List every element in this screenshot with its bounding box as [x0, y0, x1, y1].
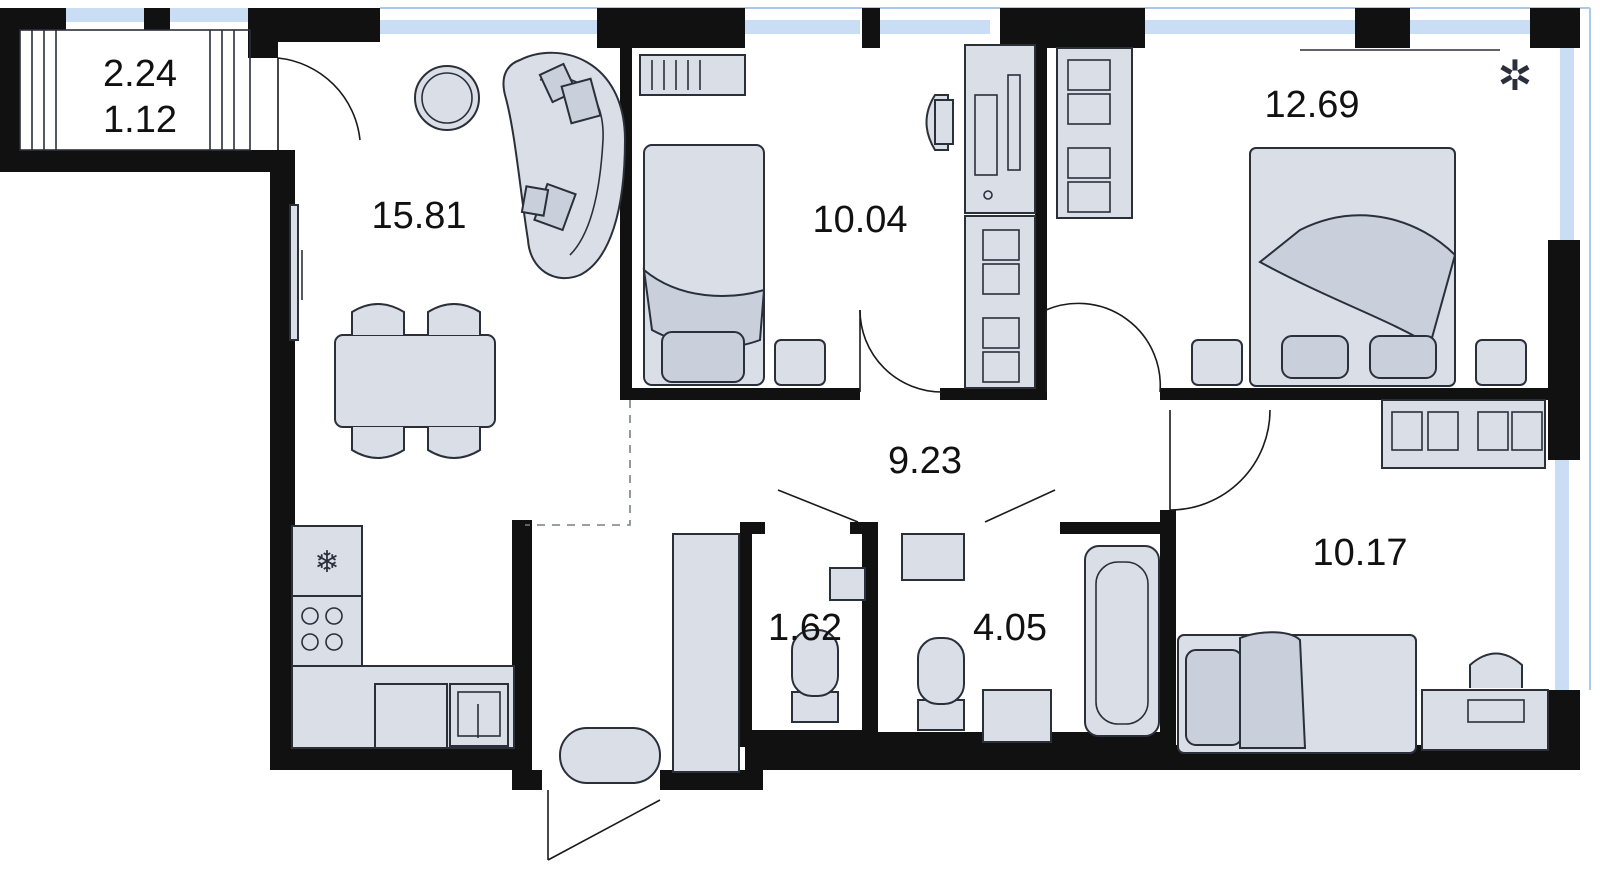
area-bathroom: 4.05 — [973, 607, 1047, 649]
wc-furniture — [791, 567, 866, 723]
window-balcony-right — [170, 8, 248, 22]
round-table — [414, 65, 480, 131]
radiator — [639, 54, 746, 96]
window-bedroom3-right — [1555, 460, 1569, 690]
bedroom2-furniture: ✲ — [1045, 47, 1533, 393]
area-wc: 1.62 — [768, 607, 842, 649]
area-living-kitchen: 15.81 — [371, 195, 466, 237]
zone-divider — [525, 400, 631, 526]
balcony — [19, 29, 361, 151]
wardrobe-3 — [1381, 399, 1546, 469]
area-labels: 2.24 1.12 15.81 10.04 12.69 9.23 1.62 4.… — [103, 53, 1408, 649]
bedroom3-furniture — [1177, 399, 1549, 754]
wardrobe-1 — [964, 215, 1036, 389]
desk — [964, 44, 1036, 214]
hall-wardrobe — [672, 533, 740, 773]
area-bedroom-1: 10.04 — [812, 199, 907, 241]
wardrobe-2 — [1056, 47, 1133, 219]
bedroom1-furniture — [639, 44, 1036, 393]
washing-machine — [901, 533, 965, 581]
area-balcony: 2.24 — [103, 53, 177, 95]
desk-3 — [1421, 689, 1549, 751]
living-furniture: ❄ — [289, 51, 631, 749]
bathroom-furniture — [901, 533, 1160, 743]
tv — [289, 204, 299, 341]
cooktop — [291, 595, 363, 667]
chair-3 — [1469, 652, 1523, 688]
bathtub — [1084, 545, 1160, 737]
windows — [66, 7, 1591, 690]
dining-table — [334, 334, 496, 428]
window-bedroom2b — [1410, 20, 1530, 34]
svg-text:❄: ❄ — [314, 545, 339, 580]
ottoman — [559, 727, 661, 784]
nightstand — [774, 339, 826, 386]
hallway-furniture — [547, 409, 1271, 861]
svg-text:✲: ✲ — [1497, 51, 1532, 100]
bath-sink — [982, 689, 1052, 743]
window-bedroom1 — [745, 20, 860, 34]
nightstand-2b — [1475, 339, 1527, 386]
wc-sink — [829, 567, 866, 601]
area-bedroom-3: 10.17 — [1312, 532, 1407, 574]
window-bedroom2 — [1145, 20, 1355, 34]
area-balcony-secondary: 1.12 — [103, 99, 177, 141]
window-living — [380, 20, 600, 34]
walls — [0, 8, 1580, 790]
area-hallway: 9.23 — [888, 440, 962, 482]
window-bedroom1b — [880, 20, 990, 34]
area-bedroom-2: 12.69 — [1264, 84, 1359, 126]
window-bedroom2-right — [1560, 40, 1574, 250]
window-balcony-left — [66, 8, 144, 22]
nightstand-2a — [1191, 339, 1243, 386]
